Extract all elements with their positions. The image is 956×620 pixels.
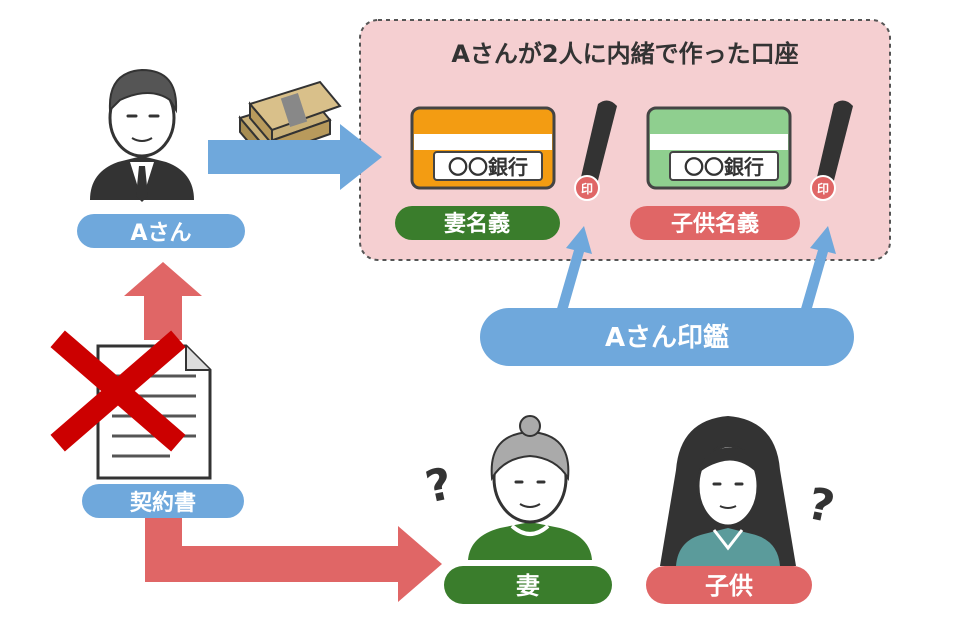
- child-pill: [646, 566, 812, 604]
- wife-label: 妻: [516, 572, 540, 600]
- stamp-pill: [480, 308, 854, 366]
- secret-accounts-title: Aさんが2人に内緒で作った口座: [451, 40, 798, 68]
- money-transfer-arrow: [208, 124, 382, 190]
- contract-label: 契約書: [129, 490, 196, 516]
- seal-char-1: 印: [581, 182, 593, 196]
- contract-up-arrow: [124, 262, 202, 340]
- person-a-icon: [90, 68, 194, 202]
- stamp-arrow-right: [800, 226, 836, 315]
- seal-stamp-1: 印: [574, 100, 617, 201]
- child-account-pill: [630, 206, 800, 240]
- contract-pill: [82, 484, 244, 518]
- person-a-pill: [77, 214, 245, 248]
- wife-account-label: 妻名義: [444, 211, 510, 237]
- wife-person-icon: [468, 415, 592, 560]
- child-person-icon: [660, 416, 796, 566]
- wife-bank-name: 〇〇銀行: [448, 155, 528, 179]
- cross-mark-icon: [50, 330, 186, 452]
- child-bank-name: 〇〇銀行: [684, 155, 764, 179]
- contract-to-wife-arrow: [145, 518, 442, 602]
- wife-pill: [444, 566, 612, 604]
- child-bankbook: 〇〇銀行: [646, 106, 792, 190]
- wife-question-mark: ?: [421, 458, 457, 513]
- stamp-label: Aさん印鑑: [605, 322, 729, 353]
- child-account-label: 子供名義: [671, 211, 759, 237]
- seal-stamp-2: 印: [810, 100, 853, 201]
- stamp-arrow-left: [556, 226, 592, 315]
- wife-bankbook: 〇〇銀行: [410, 106, 556, 190]
- person-a-label: Aさん: [130, 221, 191, 246]
- wife-account-pill: [395, 206, 560, 240]
- seal-char-2: 印: [817, 182, 829, 196]
- child-label: 子供: [705, 572, 753, 600]
- child-question-mark: ?: [803, 478, 839, 533]
